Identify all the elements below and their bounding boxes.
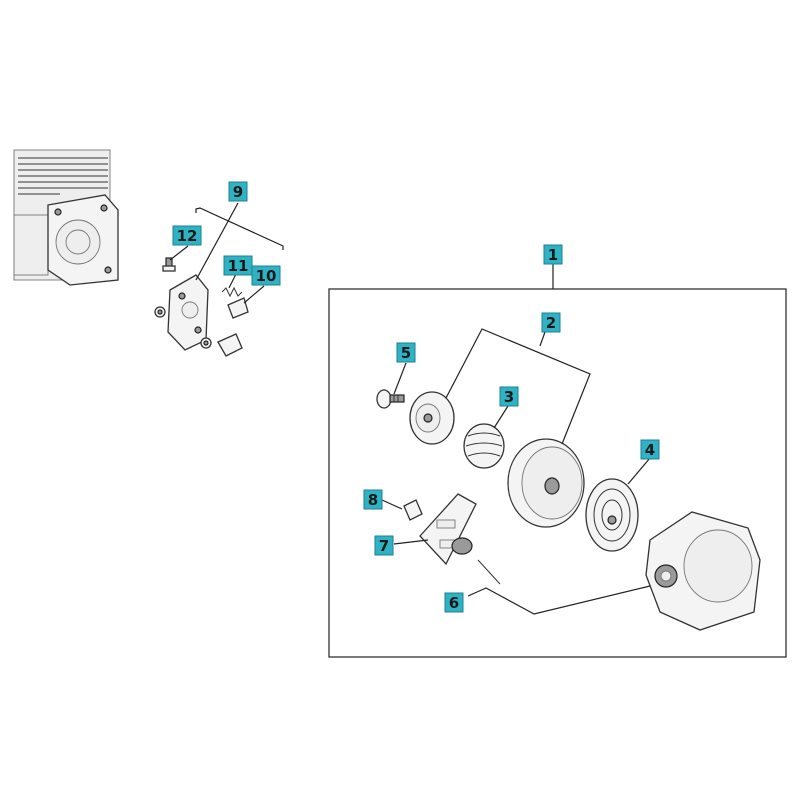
insert-8 [403,499,423,521]
svg-text:3: 3 [504,388,514,406]
callout-4: 4 [640,439,660,460]
svg-text:12: 12 [177,227,198,245]
rope-6 [477,559,501,585]
callout-3: 3 [499,386,519,407]
callout-5: 5 [396,342,416,363]
leaders-1-8 [381,328,651,615]
nut-small-left [154,306,166,318]
spring-3 [463,423,505,469]
pulley-hub-2a [409,391,455,445]
starter-housing [645,511,761,631]
engine-block [13,149,119,286]
svg-text:8: 8 [368,491,378,509]
block-10 [227,297,249,319]
svg-text:7: 7 [379,537,389,555]
callout-9: 9 [228,181,248,202]
clip-piece [217,333,243,357]
callout-8: 8 [363,489,383,510]
callout-1: 1 [543,244,563,265]
nut-small-bottom [200,337,212,349]
svg-text:9: 9 [233,183,243,201]
svg-text:10: 10 [256,267,277,285]
svg-text:1: 1 [548,246,558,264]
spring-11 [221,286,243,298]
leaders-9-12 [169,202,284,304]
screw-12 [162,257,176,272]
svg-text:4: 4 [645,441,655,459]
callout-12: 12 [172,225,202,246]
callout-7: 7 [374,535,394,556]
callout-10: 10 [251,265,281,286]
callout-11: 11 [223,255,253,276]
handle-7 [419,493,477,566]
svg-text:6: 6 [449,594,459,612]
assembly-frame [328,264,787,658]
callout-6: 6 [444,592,464,613]
svg-text:5: 5 [401,344,411,362]
rope-pulley-2b [507,438,585,528]
callout-2: 2 [541,312,561,333]
screw-5 [376,389,405,409]
recoil-spring-4 [585,478,639,552]
svg-text:2: 2 [546,314,556,332]
ignition-plate [167,274,209,351]
svg-text:11: 11 [228,257,249,275]
